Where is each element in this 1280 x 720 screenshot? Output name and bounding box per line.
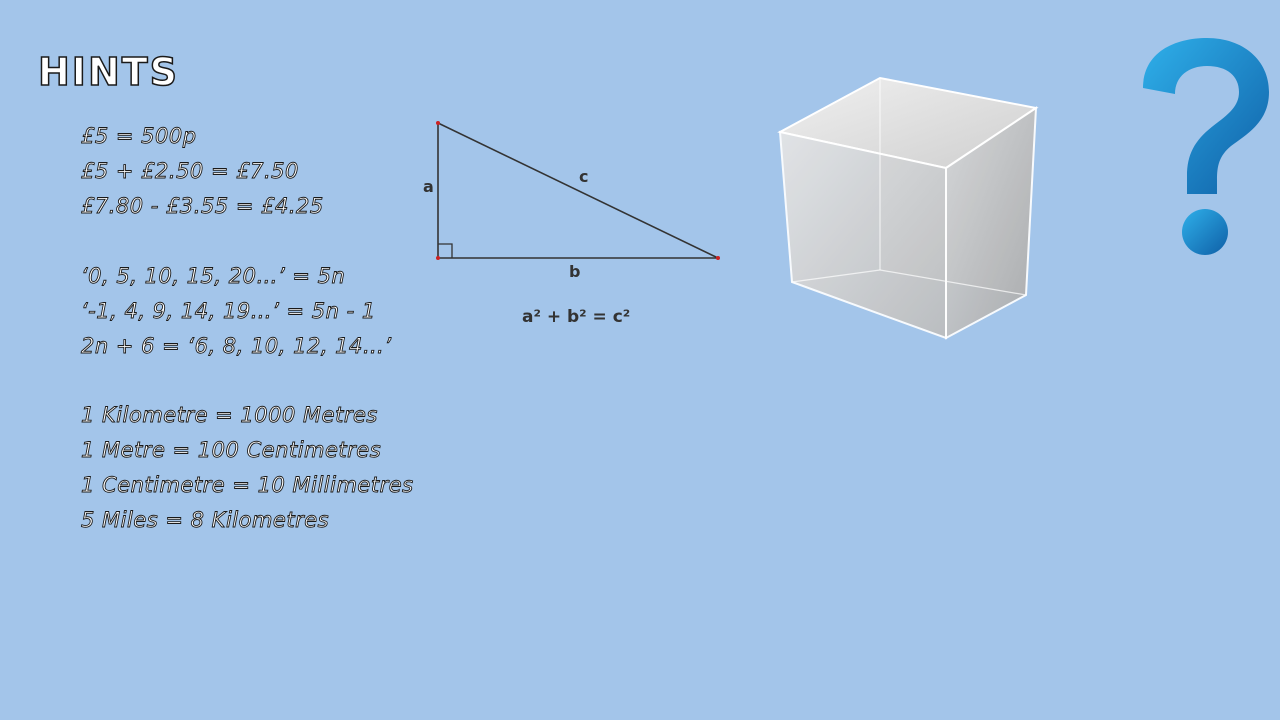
right-triangle-diagram — [436, 121, 720, 260]
page-title: HINTS — [37, 49, 180, 95]
hint-sequence-3: 2n + 6 = ‘6, 8, 10, 12, 14…’ — [81, 334, 392, 359]
hint-money-3: £7.80 - £3.55 = £4.25 — [81, 194, 324, 219]
vertex-top — [436, 121, 440, 125]
vertex-corner — [436, 256, 440, 260]
cube-front-face — [778, 130, 947, 340]
hypotenuse-c-line — [437, 122, 719, 259]
pythagoras-formula: a² + b² = c² — [522, 307, 631, 327]
hint-money-2: £5 + £2.50 = £7.50 — [81, 159, 299, 184]
label-a: a — [423, 177, 434, 196]
right-angle-marker — [438, 243, 453, 258]
hint-sequence-2: ‘-1, 4, 9, 14, 19…’ = 5n - 1 — [81, 299, 376, 324]
vertex-right — [716, 256, 720, 260]
label-b: b — [569, 262, 581, 281]
hint-money-1: £5 = 500p — [81, 124, 197, 149]
cube-illustration — [777, 76, 1039, 340]
hint-units-1: 1 Kilometre = 1000 Metres — [81, 403, 378, 428]
label-c: c — [579, 167, 589, 186]
hint-units-2: 1 Metre = 100 Centimetres — [81, 438, 382, 463]
question-mark-icon — [1143, 38, 1269, 255]
question-mark-dot — [1182, 209, 1228, 255]
hint-units-4: 5 Miles = 8 Kilometres — [81, 508, 330, 533]
question-mark-hook — [1143, 38, 1269, 194]
hint-units-3: 1 Centimetre = 10 Millimetres — [81, 473, 414, 498]
hint-sequence-1: ‘0, 5, 10, 15, 20…’ = 5n — [81, 264, 346, 289]
